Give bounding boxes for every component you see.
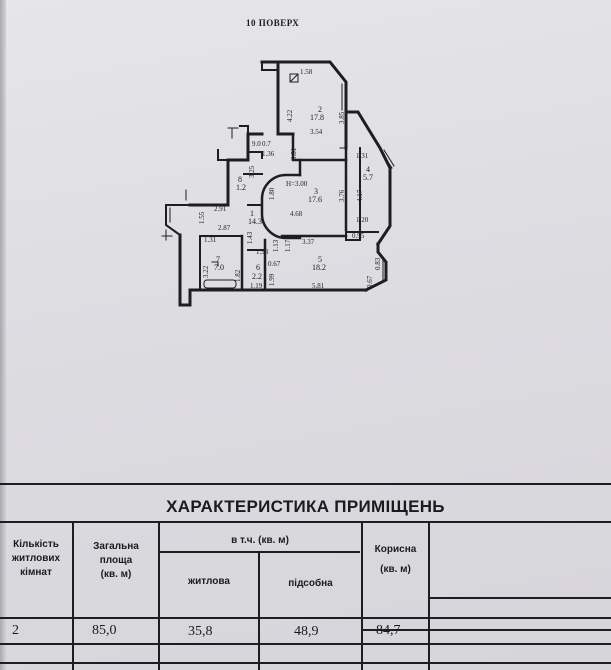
room-5-number: 5 (318, 255, 322, 264)
room-6-area: 2.2 (252, 272, 262, 281)
table-rule (160, 551, 360, 553)
room-3-number: 3 (314, 187, 318, 196)
header-total-line: (кв. м) (100, 569, 132, 580)
dim-label: 1.31 (356, 152, 369, 160)
table-rule (0, 643, 611, 645)
header-useful-line: (кв. м) (380, 564, 411, 575)
dim-label: 3.22 (202, 265, 210, 278)
dim-label: 1.43 (246, 231, 254, 244)
dim-label: 3.37 (302, 238, 315, 246)
table-rule (0, 483, 611, 485)
dim-label: 3.25 (248, 165, 256, 178)
dim-label: 3.76 (338, 189, 346, 202)
dim-label: 4.68 (290, 210, 303, 218)
dim-label: 1.93 (256, 248, 269, 256)
room-6-number: 6 (256, 263, 260, 272)
table-rule (0, 617, 611, 619)
dim-label: 3.85 (338, 111, 346, 124)
table-rule (72, 523, 74, 670)
floor-plan: 2 17.8 3 17.6 Н=3.00 4 5.7 5 18.2 1 14.3… (161, 60, 395, 307)
dim-label: 1.99 (268, 273, 276, 286)
value-total-area: 85,0 (92, 623, 117, 638)
room-4-number: 4 (366, 165, 370, 174)
header-rooms-line: кімнат (20, 567, 52, 578)
value-living-area: 35,8 (188, 624, 213, 639)
header-total-line: площа (99, 555, 133, 566)
dim-label: 0.95 (352, 232, 365, 240)
dim-label: 0.7 (262, 140, 271, 148)
room-1-area: 14.3 (248, 217, 262, 226)
room-3-area: 17.6 (308, 195, 322, 204)
ceiling-height: Н=3.00 (286, 180, 308, 188)
paper-edge (0, 0, 6, 670)
dim-label: 1.19 (250, 282, 263, 290)
table-rule (428, 523, 430, 670)
room-2-number: 2 (318, 105, 322, 114)
dim-label: 1.20 (356, 216, 369, 224)
table-rule (0, 521, 611, 523)
header-rooms-line: житлових (11, 553, 61, 564)
room-8-number: 8 (238, 175, 242, 184)
dim-label: 4.17 (356, 189, 364, 202)
table-rule (258, 552, 260, 670)
room-7-number: 7 (216, 255, 220, 264)
dim-label: 9.0 (252, 140, 261, 148)
dim-label: 1.17 (284, 239, 292, 252)
room-2-area: 17.8 (310, 113, 324, 122)
dim-label: 1.13 (272, 239, 280, 252)
dim-label: 1.82 (234, 269, 242, 282)
value-useful-area: 84,7 (376, 623, 401, 638)
header-incl: в т.ч. (кв. м) (231, 535, 289, 546)
dim-label: 0.83 (374, 257, 382, 270)
dim-label: 1.55 (198, 211, 206, 224)
dim-label: 0.81 (290, 147, 298, 160)
table-rule (158, 523, 160, 670)
dim-label: 1.80 (268, 187, 276, 200)
room-7-area: 7.0 (214, 263, 224, 272)
room-1-number: 1 (250, 209, 254, 218)
table-rule (430, 597, 611, 599)
header-auxiliary: підсобна (288, 578, 333, 589)
dim-label: 0.67 (366, 275, 374, 288)
dim-label: 2.87 (218, 224, 231, 232)
dim-label: 2.91 (214, 205, 227, 213)
dim-label: 4.22 (286, 109, 294, 122)
header-total-area: Загальна площа (кв. м) (74, 540, 158, 582)
value-auxiliary-area: 48,9 (294, 624, 319, 639)
header-useful-line: Корисна (374, 544, 417, 555)
dim-label: 3.54 (310, 128, 323, 136)
room-5-area: 18.2 (312, 263, 326, 272)
room-8-area: 1.2 (236, 183, 246, 192)
header-living: житлова (188, 576, 230, 587)
dim-label: 1.36 (262, 150, 275, 158)
dim-label: 5.81 (312, 282, 325, 290)
header-useful: Корисна (кв. м) (363, 543, 428, 577)
header-rooms: Кількість житлових кімнат (0, 538, 72, 580)
table-title: ХАРАКТЕРИСТИКА ПРИМІЩЕНЬ (166, 497, 445, 516)
table-rule (0, 662, 611, 664)
dim-label: 1.58 (300, 68, 313, 76)
table-rule (361, 523, 363, 670)
room-4-area: 5.7 (363, 173, 373, 182)
header-rooms-line: Кількість (13, 539, 59, 550)
dim-label: 0.67 (268, 260, 281, 268)
table-rule (362, 629, 611, 631)
dim-label: 1.31 (204, 236, 217, 244)
value-rooms: 2 (12, 623, 19, 638)
floor-label: 10 ПОВЕРХ (246, 18, 300, 28)
header-total-line: Загальна (93, 541, 139, 552)
